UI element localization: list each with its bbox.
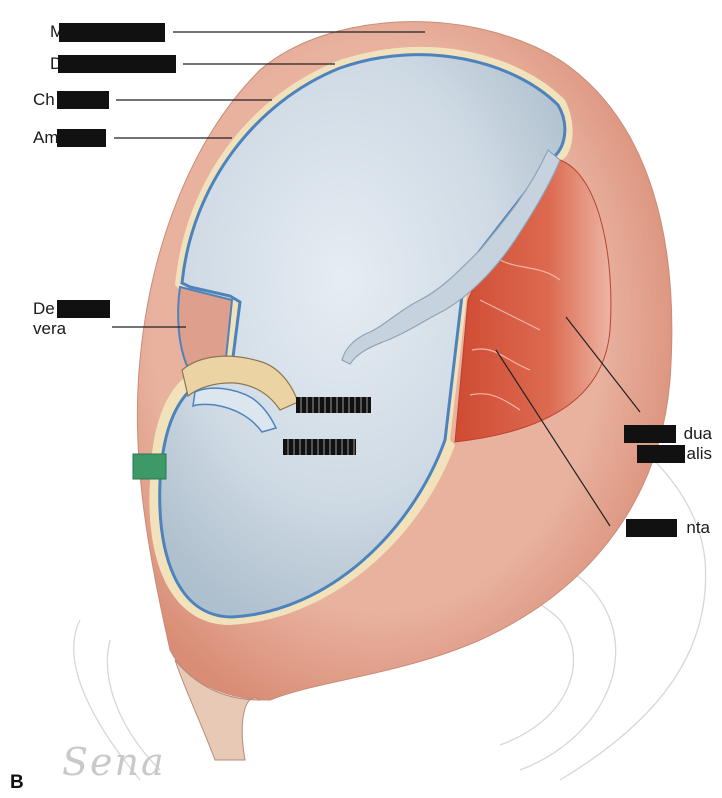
redaction-bar [59, 23, 165, 42]
label-placenta: nta [626, 518, 710, 538]
redaction-bar [626, 519, 677, 537]
artist-signature: Sena [62, 740, 166, 784]
obscured-label-1 [296, 397, 371, 413]
label-decidua: D [50, 54, 62, 74]
redaction-bar [57, 300, 110, 318]
label-myometrium: M [50, 22, 64, 42]
label-decidua-vera: De vera [33, 299, 66, 339]
redaction-bar [624, 425, 676, 443]
redaction-bar [57, 129, 106, 147]
label-chorion: Ch [33, 90, 55, 110]
obscured-label-2 [283, 439, 356, 455]
panel-letter: B [10, 772, 24, 794]
label-amnion: Am [33, 128, 59, 148]
redaction-bar [58, 55, 176, 73]
label-decidua-basalis: dua alis [624, 424, 712, 464]
redaction-bar [57, 91, 109, 109]
marker-square [133, 454, 166, 479]
redaction-bar [637, 445, 685, 463]
